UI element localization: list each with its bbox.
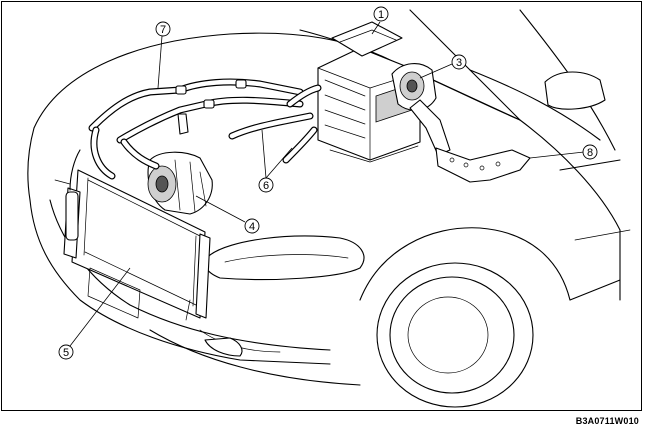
callout-1-label: 1: [378, 9, 384, 21]
heater-hoses: [228, 84, 322, 164]
condenser: [54, 169, 211, 321]
callout-3-label: 3: [456, 57, 462, 69]
compressor: [147, 151, 213, 215]
callout-5: 5: [58, 267, 131, 360]
mounting-bracket: [435, 147, 531, 183]
callout-3: 3: [419, 54, 467, 79]
diagram-frame: [1, 1, 642, 411]
callout-7-label: 7: [160, 24, 166, 36]
callout-6-label: 6: [263, 180, 269, 192]
callout-6: 6: [258, 129, 293, 193]
callout-8-label: 8: [587, 147, 593, 159]
figure-reference-code: B3A0711W010: [575, 416, 639, 426]
callout-4: 4: [195, 195, 260, 234]
callout-7: 7: [155, 21, 171, 89]
callout-4-label: 4: [249, 221, 255, 233]
refrigerant-lines: [69, 78, 304, 191]
callout-1: 1: [371, 6, 389, 35]
callout-8: 8: [529, 144, 598, 160]
callout-5-label: 5: [63, 347, 69, 359]
blower-unit: [391, 63, 451, 156]
